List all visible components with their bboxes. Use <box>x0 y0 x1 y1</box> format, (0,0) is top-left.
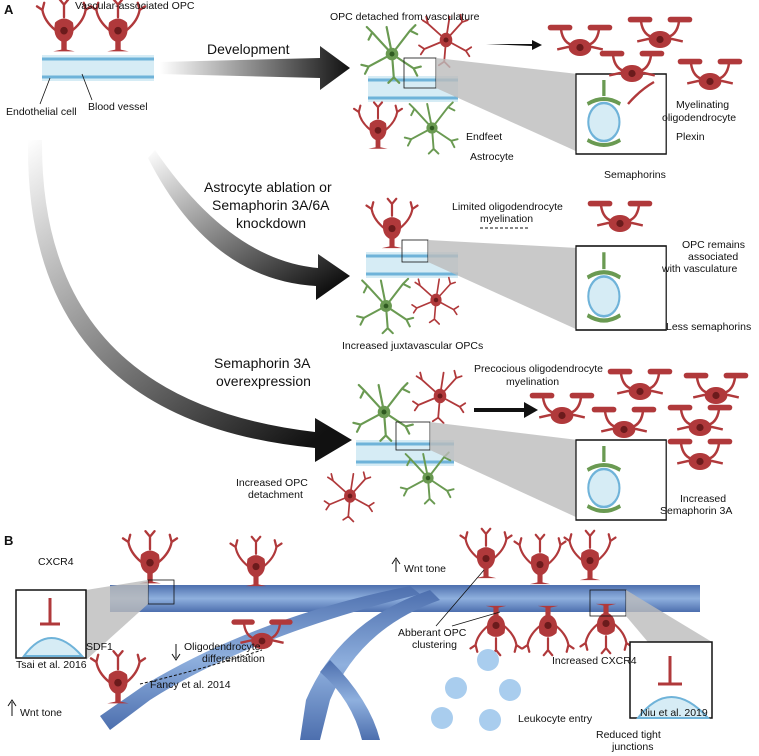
endfeet-label: Endfeet <box>466 131 502 143</box>
leukocytes <box>431 649 521 731</box>
down-arrow-icon <box>171 644 181 661</box>
left-zoom-inset <box>15 579 175 660</box>
juxtavascular-label: Increased juxtavascular OPCs <box>342 340 483 352</box>
leukocyte-label: Leukocyte entry <box>518 713 593 725</box>
tsai-citation: Tsai et al. 2016 <box>16 659 87 671</box>
development-arrow <box>160 46 350 90</box>
abberant-line-1: Abberant OPC <box>398 627 467 639</box>
increased-cxcr4-label: Increased CXCR4 <box>552 655 637 667</box>
precocious-arrow <box>474 402 538 418</box>
astrocyte-label: Astrocyte <box>470 151 514 163</box>
panel-b-vessels <box>100 585 700 740</box>
endothelial-cell-label: Endothelial cell <box>6 106 77 118</box>
oligo-diff-line-1: Oligodendrocyte <box>184 641 261 653</box>
opc-detached-label: OPC detached from vasculature <box>330 11 480 23</box>
myelinating-line-2: oligodendrocyte <box>662 112 736 124</box>
development-label: Development <box>207 41 290 57</box>
initial-vessel <box>35 0 156 83</box>
increased-sema-line-2: Semaphorin 3A <box>660 505 732 517</box>
ablation-line-2: Semaphorin 3A/6A <box>212 197 330 213</box>
remains-line-1: OPC remains <box>682 239 745 251</box>
vascular-opc-label: Vascular-associated OPC <box>75 0 195 12</box>
sdf1-label: SDF1 <box>86 641 113 653</box>
up-arrow-icon-top <box>391 557 401 572</box>
development-scene <box>352 13 669 156</box>
overexpression-scene <box>323 369 669 523</box>
wnt-tone-left: Wnt tone <box>20 707 62 719</box>
detachment-line-1: Increased OPC <box>236 477 308 489</box>
niu-citation: Niu et al. 2019 <box>640 707 708 719</box>
ablation-line-1: Astrocyte ablation or <box>204 179 332 195</box>
myelination-arrow <box>486 40 542 50</box>
increased-sema-line-1: Increased <box>680 493 726 505</box>
remains-line-3: with vasculature <box>661 263 737 275</box>
limited-line-1: Limited oligodendrocyte <box>452 201 563 213</box>
overexpression-arrow <box>27 140 352 462</box>
remains-line-2: associated <box>688 251 738 263</box>
abberant-line-2: clustering <box>412 639 457 651</box>
overexpression-line-1: Semaphorin 3A <box>214 355 311 371</box>
myelinating-line-1: Myelinating <box>676 99 729 111</box>
precocious-line-1: Precocious oligodendrocyte <box>474 363 603 375</box>
panel-b-label: B <box>4 533 13 548</box>
tight-line-1: Reduced tight <box>596 729 661 741</box>
plexin-label: Plexin <box>676 131 705 143</box>
ablation-line-3: knockdown <box>236 215 306 231</box>
ablation-arrow <box>148 150 350 300</box>
less-semaphorins-label: Less semaphorins <box>666 321 751 333</box>
overexpression-line-2: overexpression <box>216 373 311 389</box>
detachment-line-2: detachment <box>248 489 303 501</box>
blood-vessel-label: Blood vessel <box>88 101 148 113</box>
cxcr4-label: CXCR4 <box>38 556 74 568</box>
tight-line-2: junctions <box>611 741 653 753</box>
fancy-citation: Fancy et al. 2014 <box>150 679 231 691</box>
right-zoom-inset <box>589 589 713 719</box>
fancy-dashed-arrow <box>139 649 263 685</box>
precocious-line-2: myelination <box>506 376 559 388</box>
ablation-scene <box>356 197 666 335</box>
up-arrow-icon <box>7 699 17 716</box>
limited-line-2: myelination <box>480 213 533 225</box>
wnt-tone-top: Wnt tone <box>404 563 446 575</box>
semaphorins-label: Semaphorins <box>604 169 666 181</box>
panel-a-label: A <box>4 2 14 17</box>
